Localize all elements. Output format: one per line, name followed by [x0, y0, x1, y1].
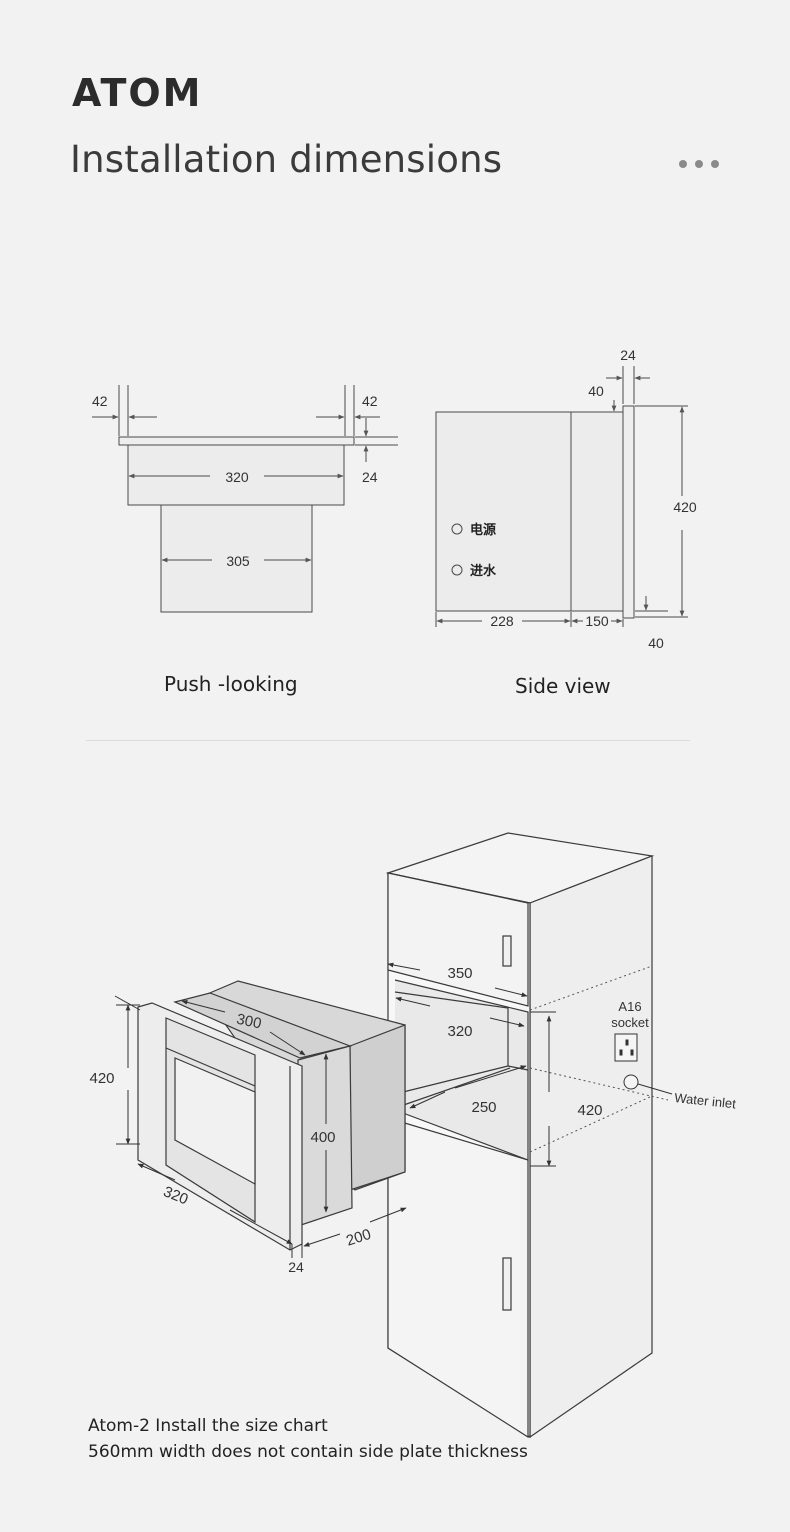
label-socket: socket	[611, 1015, 649, 1030]
dim-push-panel-thickness: 24	[362, 469, 378, 485]
label-power: 电源	[470, 522, 496, 538]
caption-side-view: Side view	[515, 674, 611, 698]
brand-logo-text: ATOM	[72, 71, 202, 110]
dim-oven-body-height: 400	[310, 1129, 335, 1146]
label-water-inlet: Water inlet	[674, 1090, 737, 1111]
dim-side-depth-main: 228	[490, 613, 514, 629]
dim-oven-height: 420	[89, 1070, 114, 1087]
section-divider	[86, 740, 690, 741]
dim-cabinet-depth: 250	[471, 1099, 496, 1116]
oven-unit	[137, 980, 406, 1251]
dim-cabinet-inner-width: 320	[447, 1023, 472, 1040]
dim-side-bottom-offset: 40	[648, 635, 664, 650]
atom-logo-graphic: ATOM	[72, 71, 202, 115]
dim-push-inner-width: 305	[226, 553, 250, 569]
cabinet	[385, 832, 655, 1439]
page-title: Installation dimensions	[70, 138, 503, 181]
dim-push-outer-width: 320	[225, 469, 249, 485]
water-inlet-icon	[623, 1074, 639, 1090]
push-looking-diagram	[92, 385, 398, 613]
dim-oven-body-depth: 200	[344, 1226, 373, 1250]
dim-oven-depth: 300	[235, 1011, 263, 1033]
caption-push-looking: Push -looking	[164, 672, 298, 696]
side-view-diagram	[435, 366, 688, 627]
dim-cabinet-outer-width: 350	[447, 965, 472, 982]
note-line-2: 560mm width does not contain side plate …	[88, 1442, 528, 1462]
dim-side-top-thickness: 24	[620, 347, 636, 363]
more-dots-icon[interactable]	[678, 157, 722, 171]
dim-oven-panel: 24	[288, 1259, 304, 1275]
top-diagrams: 42 42 24 320 305 24 40 420 40 228 150	[92, 347, 697, 650]
dim-push-left-margin: 42	[92, 393, 108, 409]
dim-side-top-offset: 40	[588, 383, 604, 399]
dim-side-height: 420	[673, 499, 697, 515]
dim-push-right-margin: 42	[362, 393, 378, 409]
note-line-1: Atom-2 Install the size chart	[88, 1416, 328, 1436]
label-water: 进水	[470, 563, 497, 579]
dim-side-depth-front: 150	[585, 613, 609, 629]
installation-diagram: 350 320 250 420 A16 socket Water inlet	[89, 832, 737, 1439]
socket-icon	[614, 1033, 638, 1062]
label-socket-model: A16	[618, 999, 641, 1014]
dim-cabinet-height: 420	[577, 1102, 602, 1119]
brand-logo: ATOM	[72, 70, 202, 115]
